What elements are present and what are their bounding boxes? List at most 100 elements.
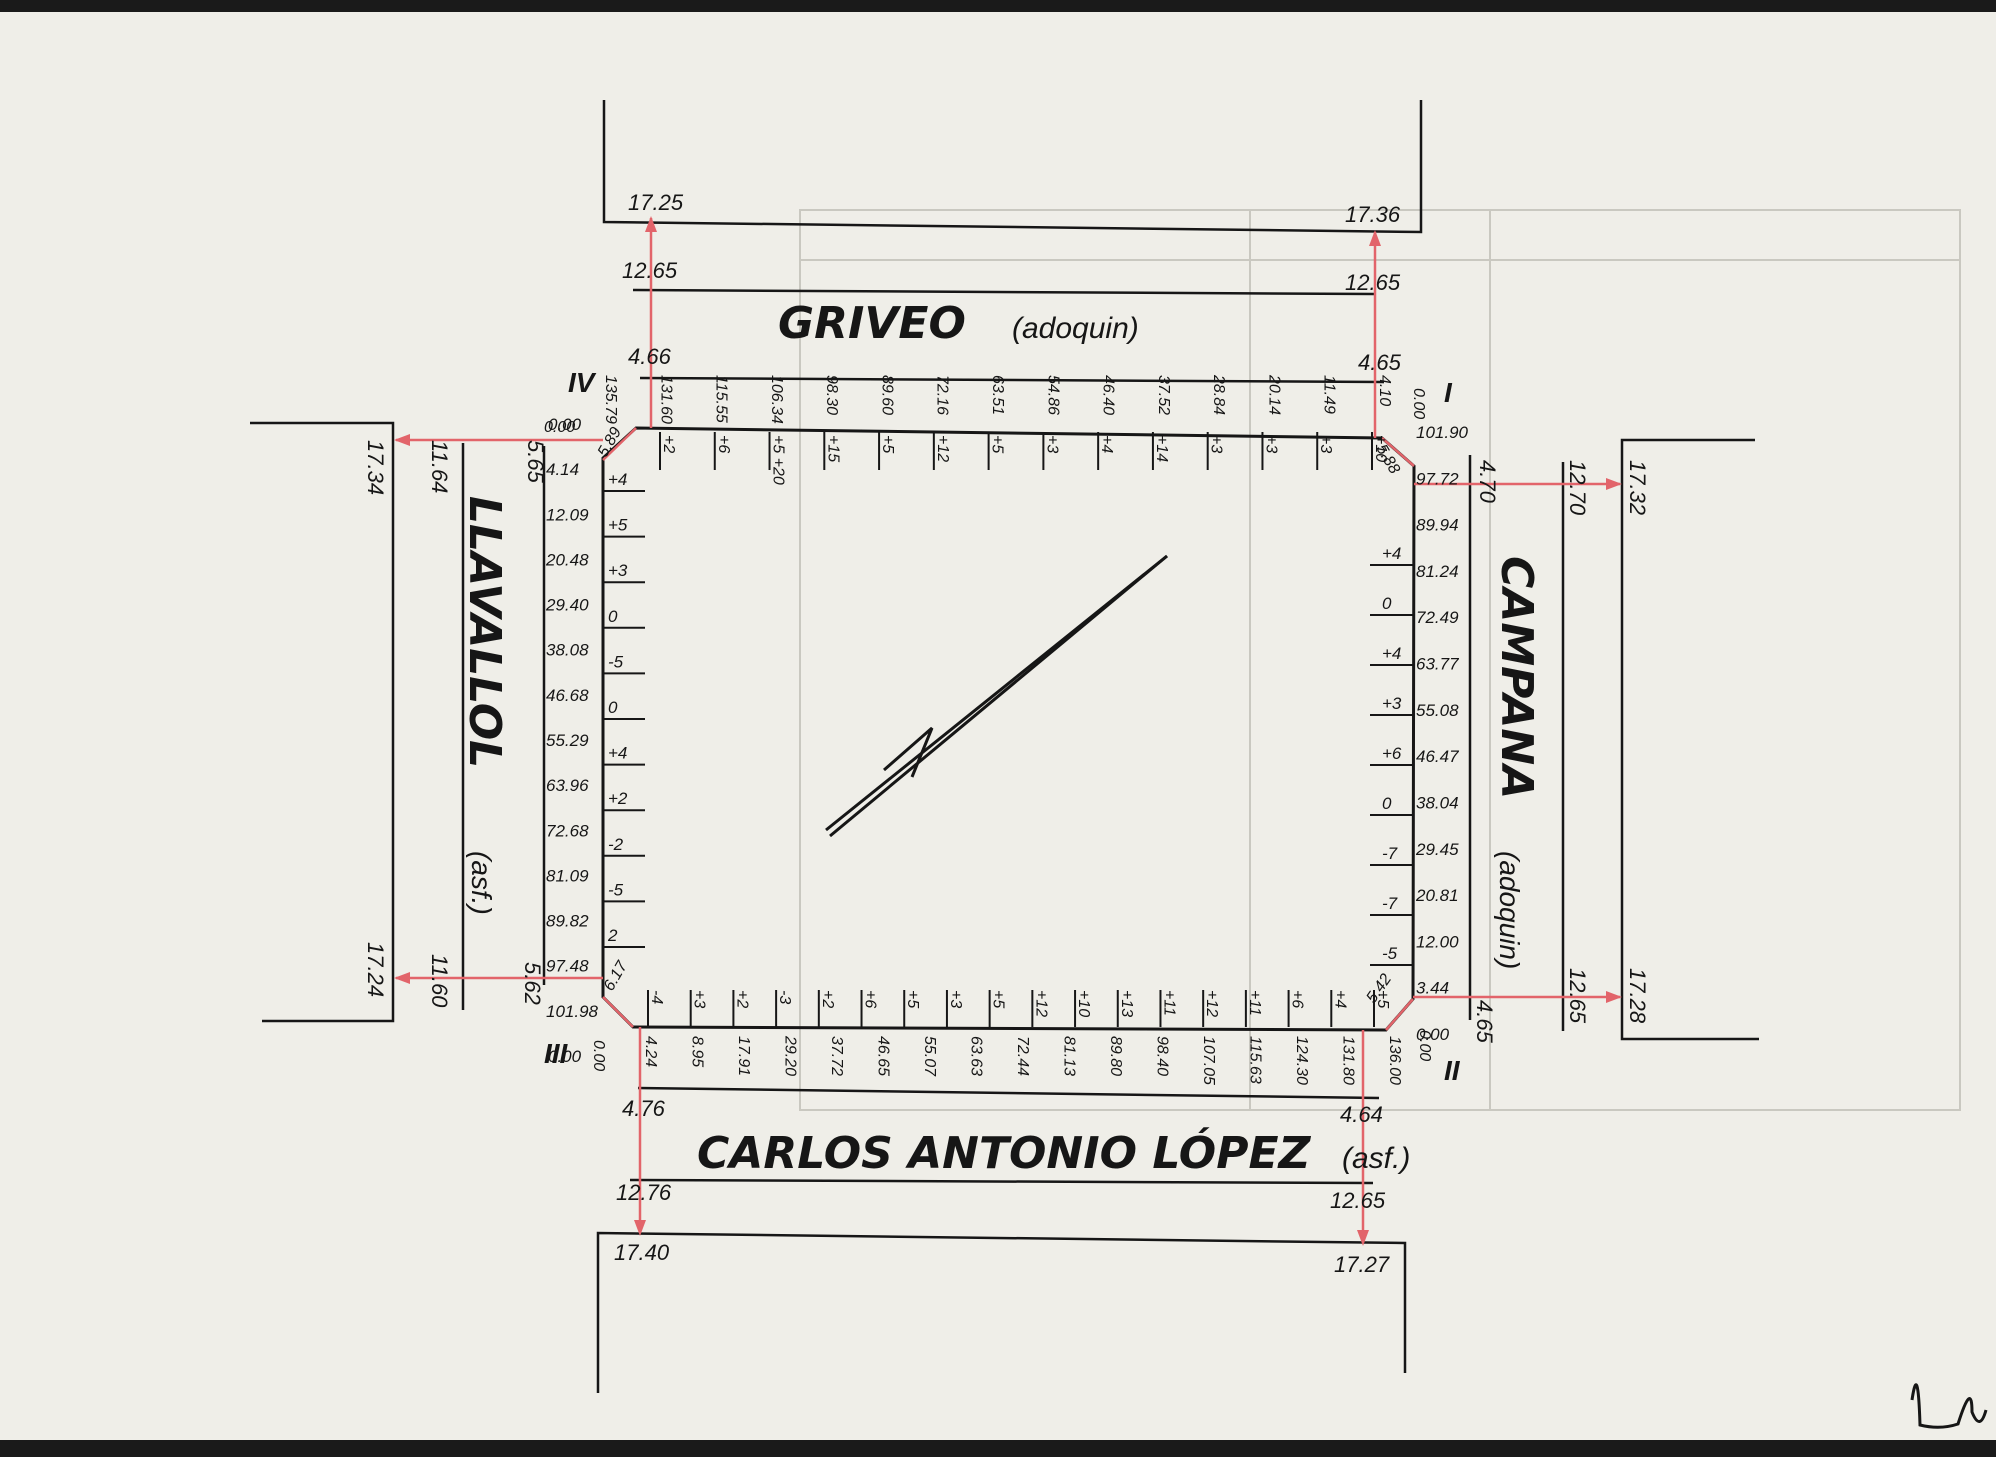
north-station-label: 98.30 (823, 375, 840, 415)
dim-w-top-near: 5.65 (523, 440, 548, 484)
corner-label-iii: III (544, 1038, 569, 1069)
north-station-label: 28.84 (1210, 374, 1227, 415)
south-offset-label: +10 (1075, 990, 1092, 1017)
east-station-label: 20.81 (1415, 886, 1459, 905)
west-offset-label: 0 (608, 698, 618, 717)
north-offset-label: +5 (989, 435, 1006, 453)
dim-s-se-near: 4.64 (1340, 1102, 1383, 1127)
east-offset-label: +6 (1382, 744, 1402, 763)
south-offset-label: +6 (862, 990, 879, 1008)
south-offset-label: +12 (1032, 990, 1049, 1017)
south-station-label: 136.00 (1386, 1036, 1403, 1085)
dim-w-top-mid: 11.64 (427, 440, 452, 493)
street-campana: CAMPANA (adoquin) (1491, 556, 1542, 969)
dim-e-bot-far: 17.28 (1625, 968, 1650, 1024)
corner-zero-sw: 0.00 (590, 1040, 607, 1071)
east-offset-label: +3 (1382, 694, 1402, 713)
east-station-label: 81.24 (1416, 562, 1459, 581)
north-station-label: 115.55 (713, 375, 730, 423)
south-offset-label: -4 (648, 990, 665, 1004)
west-offset-label: 0 (608, 607, 618, 626)
north-station-label: 89.60 (878, 375, 895, 415)
north-station-label: 54.86 (1044, 375, 1061, 415)
street-name-south: CARLOS ANTONIO LÓPEZ (697, 1126, 1311, 1179)
north-offset-label: +3 (1262, 435, 1279, 453)
street-surface-north: (adoquin) (1012, 312, 1139, 345)
west-offset-label: +2 (608, 789, 628, 808)
east-offset-label: -7 (1382, 894, 1398, 913)
south-station-label: 89.80 (1107, 1036, 1124, 1076)
south-station-label: 98.40 (1154, 1036, 1171, 1076)
south-offset-label: +3 (947, 990, 964, 1008)
north-offset-label: +2 (660, 435, 677, 453)
red-arrowheads (394, 216, 1622, 1246)
east-offset-label: 0 (1382, 594, 1392, 613)
south-offset-label: +3 (691, 990, 708, 1008)
south-offset-label: +5 (1374, 990, 1391, 1008)
dim-n-ne-near: 4.65 (1358, 350, 1402, 375)
street-surface-west: (asf.) (466, 851, 497, 915)
south-offset-label: +2 (819, 990, 836, 1008)
north-station-label: 135.79 (602, 375, 619, 424)
south-offset-label: +13 (1118, 990, 1135, 1017)
dim-e-top-far: 17.32 (1625, 460, 1650, 515)
north-station-label: 20.14 (1265, 374, 1282, 415)
west-offset-label: +4 (608, 470, 627, 489)
south-offset-label: +12 (1203, 990, 1220, 1017)
east-offset-label: +4 (1382, 544, 1401, 563)
street-carlos-antonio-lopez: CARLOS ANTONIO LÓPEZ (asf.) (697, 1126, 1410, 1179)
signature (1910, 1383, 1988, 1429)
dim-w-top-far: 17.34 (363, 440, 388, 495)
south-station-label: 72.44 (1014, 1036, 1031, 1076)
corner-label-ii: II (1444, 1055, 1461, 1086)
east-station-label: 29.45 (1415, 840, 1459, 859)
west-station-label: 97.48 (546, 957, 589, 976)
street-griveo: GRIVEO (adoquin) (778, 298, 1139, 349)
north-offset-label: +3 (1043, 435, 1060, 453)
south-station-label: 107.05 (1200, 1036, 1217, 1085)
north-offset-label: +14 (1153, 435, 1170, 462)
north-offset-label: +6 (715, 435, 732, 453)
south-station-label: 29.20 (782, 1035, 799, 1076)
north-offset-label: +5 (879, 435, 896, 453)
west-offset-label: +3 (608, 561, 628, 580)
west-offset-label: +4 (608, 744, 627, 763)
east-offset-label: -5 (1382, 944, 1398, 963)
corner-zero-nw: 0.00 (544, 419, 575, 436)
east-offset-label: 0 (1382, 794, 1392, 813)
street-name-west: LLAVALLOL (459, 496, 510, 768)
west-offset-label: -5 (608, 652, 624, 671)
north-offset-label: +5 +20 (770, 435, 787, 485)
south-station-label: 17.91 (735, 1036, 752, 1076)
south-offset-label: +11 (1160, 990, 1177, 1016)
west-station-label: 55.29 (546, 731, 589, 750)
south-station-label: 55.07 (921, 1036, 938, 1077)
west-station-label: 0.00 (548, 1047, 582, 1066)
north-station-label: 131.60 (657, 375, 674, 424)
west-offset-label: -5 (608, 880, 624, 899)
red-dimension-lines (396, 218, 1620, 1243)
west-station-label: 38.08 (546, 641, 589, 660)
street-name-east: CAMPANA (1491, 556, 1542, 799)
dim-n-nw-near: 4.66 (628, 344, 672, 369)
north-station-label: 106.34 (768, 375, 785, 424)
west-station-label: 0.00 (548, 415, 582, 434)
dim-s-sw-near: 4.76 (622, 1096, 666, 1121)
east-offset-label: -7 (1382, 844, 1398, 863)
south-station-label: 46.65 (875, 1036, 892, 1076)
dim-e-top-near: 4.70 (1475, 460, 1500, 504)
street-surface-south: (asf.) (1342, 1142, 1410, 1175)
north-station-label: 63.51 (989, 375, 1006, 415)
south-offset-label: -3 (776, 990, 793, 1004)
west-station-label: 101.98 (546, 1002, 599, 1021)
north-offset-label: +10 (1372, 435, 1389, 462)
south-station-label: 81.13 (1061, 1036, 1078, 1076)
north-offset-label: +3 (1317, 435, 1334, 453)
east-station-label: 0.00 (1416, 1025, 1450, 1044)
dim-e-bot-mid: 12.65 (1565, 968, 1590, 1024)
south-offset-label: +2 (733, 990, 750, 1008)
